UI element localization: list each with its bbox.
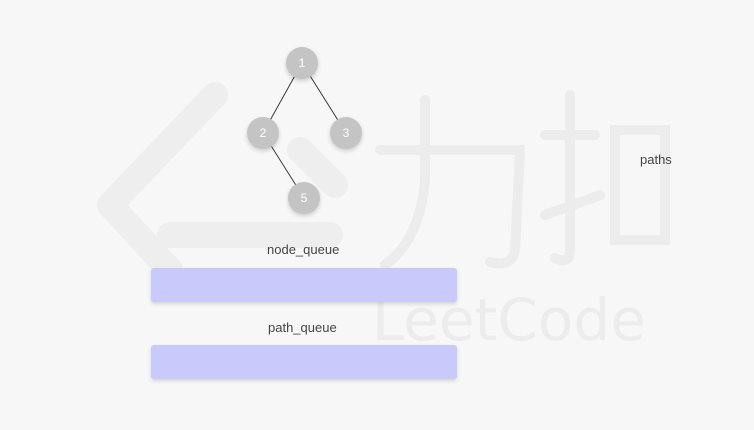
tree-node-5: 5 (288, 182, 320, 214)
tree-node-1-label: 1 (298, 56, 306, 70)
tree-node-3-label: 3 (342, 126, 350, 140)
path-queue-box (151, 345, 457, 379)
node-queue-label: node_queue (267, 242, 340, 257)
tree-node-1: 1 (286, 47, 318, 79)
node-queue-box (151, 268, 457, 302)
tree-node-5-label: 5 (300, 191, 308, 205)
tree-node-2: 2 (247, 117, 279, 149)
paths-label: paths (640, 152, 672, 167)
tree-node-2-label: 2 (259, 126, 267, 140)
tree-node-3: 3 (330, 117, 362, 149)
path-queue-label: path_queue (268, 320, 337, 335)
